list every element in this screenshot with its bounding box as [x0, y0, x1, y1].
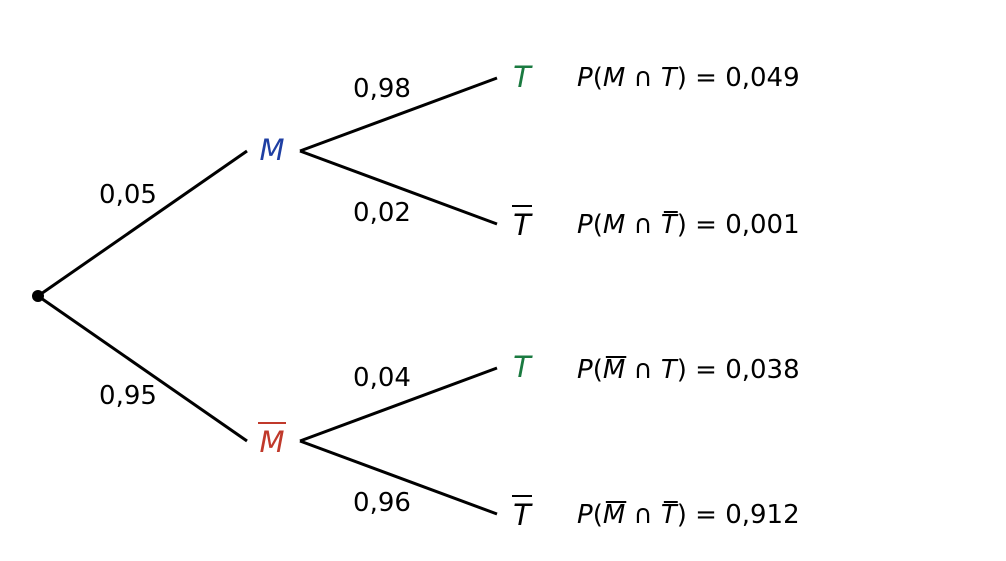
result-formula-4: P(M ∩ T) = 0,912	[577, 500, 800, 530]
result-first: M	[603, 63, 625, 93]
leaf-T-bar-1-letter: T	[513, 208, 533, 242]
result-open: (	[593, 500, 603, 530]
edge-M-bar-T-bar	[299, 439, 498, 516]
leaf-T-bar-2-letter: T	[513, 498, 533, 532]
result-second: T	[661, 210, 679, 240]
result-cap: ∩	[625, 355, 661, 385]
result-p: P	[577, 500, 593, 530]
result-open: (	[593, 210, 603, 240]
leaf-T-bar-1: T	[512, 205, 533, 242]
prob-M-bar-T-bar: 0,96	[353, 488, 411, 518]
result-cap: ∩	[625, 210, 661, 240]
result-first: M	[603, 500, 625, 530]
result-p: P	[577, 210, 593, 240]
result-open: (	[593, 63, 603, 93]
prob-M-T-bar: 0,02	[353, 198, 411, 228]
leaf-T-1: T	[513, 60, 533, 94]
edge-M-T	[299, 76, 498, 153]
result-p: P	[577, 355, 593, 385]
leaf-T-2: T	[513, 350, 533, 384]
result-eq: ) =	[677, 355, 725, 385]
result-first: M	[603, 210, 625, 240]
result-eq: ) =	[677, 500, 725, 530]
result-value: 0,038	[725, 355, 799, 385]
node-M-bar-letter: M	[259, 425, 284, 459]
result-eq: ) =	[677, 63, 725, 93]
prob-M-bar-T: 0,04	[353, 363, 411, 393]
result-value: 0,912	[725, 500, 799, 530]
prob-root-M: 0,05	[99, 180, 157, 210]
prob-root-M-bar: 0,95	[99, 381, 157, 411]
edge-root-M	[37, 149, 248, 298]
edge-root-M-bar	[37, 294, 248, 443]
result-value: 0,049	[725, 63, 799, 93]
result-open: (	[593, 355, 603, 385]
result-cap: ∩	[625, 63, 661, 93]
result-value: 0,001	[725, 210, 799, 240]
edge-M-bar-T	[299, 366, 498, 443]
node-M-bar: M	[258, 422, 286, 459]
result-cap: ∩	[625, 500, 661, 530]
prob-M-T: 0,98	[353, 74, 411, 104]
result-eq: ) =	[677, 210, 725, 240]
leaf-T-bar-2: T	[512, 495, 533, 532]
result-formula-2: P(M ∩ T) = 0,001	[577, 210, 800, 240]
result-p: P	[577, 63, 593, 93]
result-second: T	[661, 355, 679, 385]
result-formula-1: P(M ∩ T) = 0,049	[577, 63, 800, 93]
result-second: T	[661, 63, 679, 93]
result-formula-3: P(M ∩ T) = 0,038	[577, 355, 800, 385]
node-M: M	[259, 133, 284, 167]
edge-M-T-bar	[299, 149, 498, 226]
result-first: M	[603, 355, 625, 385]
result-second: T	[661, 500, 679, 530]
